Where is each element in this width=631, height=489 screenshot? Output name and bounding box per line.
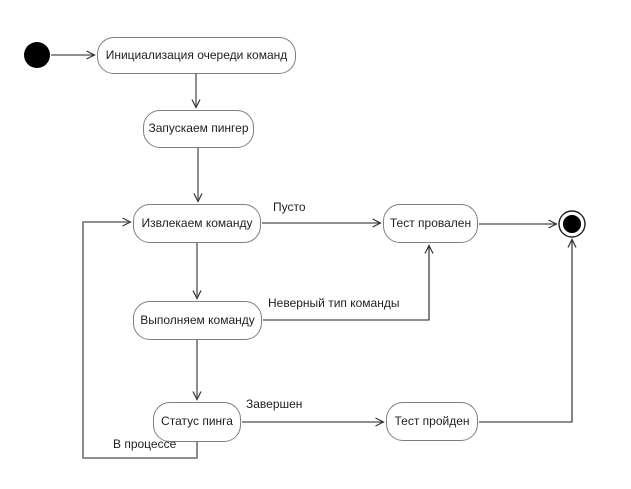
state-node-init-queue: Инициализация очереди команд [97,37,296,74]
initial-state [24,42,50,68]
final-state [563,215,581,233]
edge-ping-status-loop-to-fetch [82,217,198,459]
edge-label-empty: Пусто [273,200,306,214]
state-node-start-pinger: Запускаем пингер [143,110,254,148]
edge-label-wrong-command-type: Неверный тип команды [268,296,400,310]
edge-label-in-progress: В процессе [113,437,177,451]
edge-test-passed-to-final [479,238,577,423]
state-node-test-failed: Тест провален [383,204,478,243]
edge-label-completed: Завершен [246,397,303,411]
edge-execute-to-test-failed [263,244,434,321]
state-node-ping-status: Статус пинга [153,402,241,442]
state-node-test-passed: Тест пройден [386,402,478,441]
state-node-execute-command: Выполняем команду [133,301,262,340]
state-node-fetch-command: Извлекаем команду [133,204,261,243]
